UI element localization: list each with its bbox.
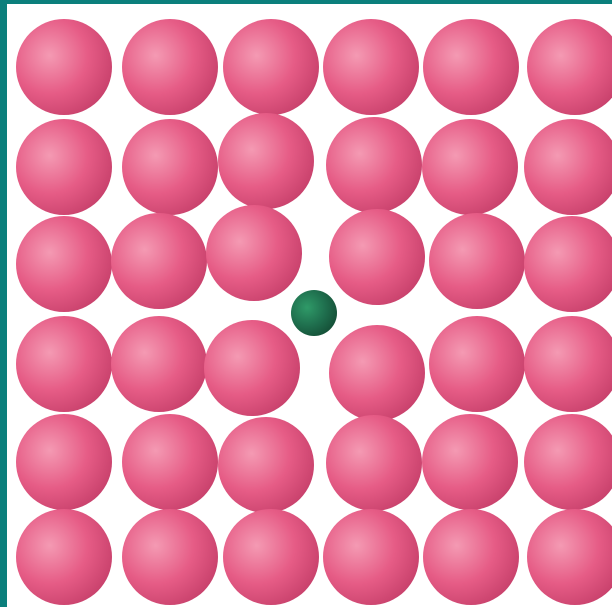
host-atom bbox=[524, 119, 612, 215]
host-atom bbox=[16, 119, 112, 215]
host-atom bbox=[422, 414, 518, 510]
host-atom bbox=[422, 119, 518, 215]
host-atom bbox=[16, 316, 112, 412]
host-atom bbox=[16, 216, 112, 312]
host-atom bbox=[429, 316, 525, 412]
host-atom bbox=[122, 509, 218, 605]
host-atom bbox=[429, 213, 525, 309]
host-atom bbox=[16, 414, 112, 510]
host-atom bbox=[122, 414, 218, 510]
host-atom bbox=[111, 316, 207, 412]
host-atom bbox=[326, 117, 422, 213]
host-atom bbox=[329, 209, 425, 305]
host-atom bbox=[111, 213, 207, 309]
host-atom bbox=[524, 316, 612, 412]
host-atom bbox=[524, 414, 612, 510]
host-atom bbox=[204, 320, 300, 416]
host-atom bbox=[122, 119, 218, 215]
lattice-diagram bbox=[7, 4, 612, 607]
host-atom bbox=[206, 205, 302, 301]
interstitial-atom bbox=[291, 290, 337, 336]
host-atom bbox=[323, 19, 419, 115]
host-atom bbox=[218, 113, 314, 209]
host-atom bbox=[218, 417, 314, 513]
host-atom bbox=[423, 19, 519, 115]
host-atom bbox=[223, 509, 319, 605]
host-atom bbox=[16, 509, 112, 605]
host-atom bbox=[524, 216, 612, 312]
host-atom bbox=[223, 19, 319, 115]
host-atom bbox=[326, 415, 422, 511]
host-atom bbox=[527, 19, 612, 115]
host-atom bbox=[16, 19, 112, 115]
host-atom bbox=[423, 509, 519, 605]
host-atom bbox=[527, 509, 612, 605]
host-atom bbox=[323, 509, 419, 605]
interstitial-atoms-group bbox=[291, 290, 337, 336]
host-atom bbox=[122, 19, 218, 115]
host-atom bbox=[329, 325, 425, 421]
